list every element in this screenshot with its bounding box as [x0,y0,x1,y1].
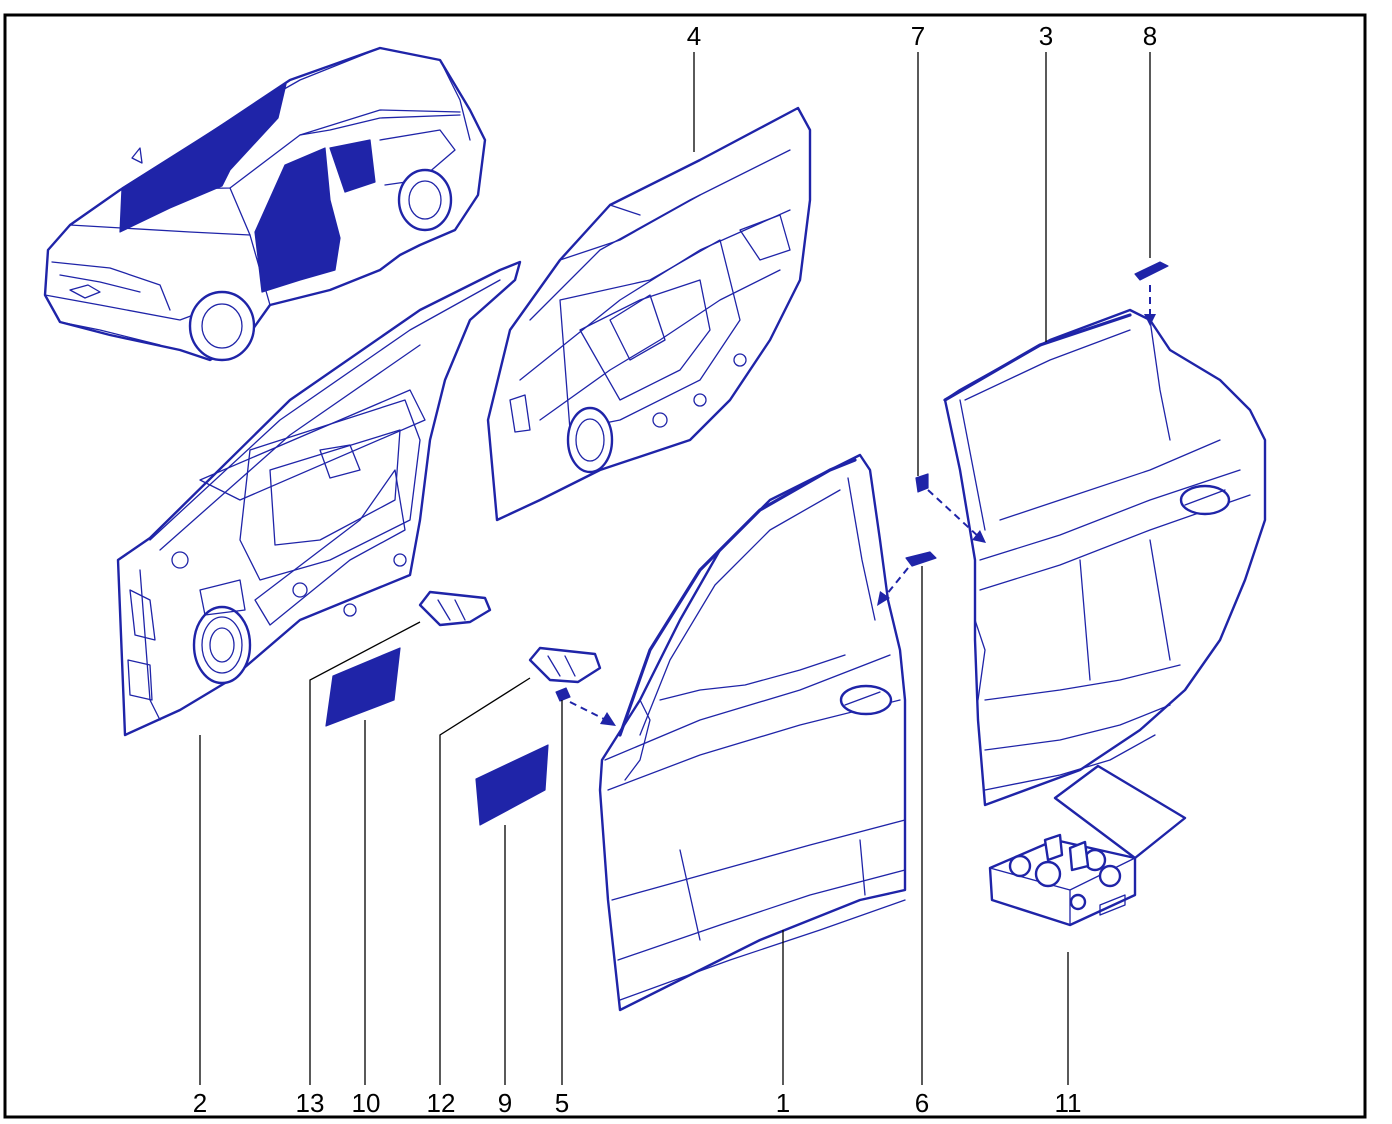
part-9-pad [475,744,549,826]
callout-13: 13 [296,1088,325,1118]
rear-door-handle [1179,484,1231,516]
callout-4: 4 [687,21,701,51]
windshield-highlight [119,83,287,233]
callout-3: 3 [1039,21,1053,51]
callout-12: 12 [427,1088,456,1118]
part-10-pad [325,647,401,727]
part-13-hinge-bracket [418,590,492,627]
rear-wheel [397,168,453,232]
part-6-clip [877,551,937,606]
part-12-hinge-bracket [528,646,602,684]
callout-2: 2 [193,1088,207,1118]
part-11-parts-box [988,764,1187,927]
part-2-front-door-inner [116,260,522,737]
vehicle-overview [43,46,487,362]
part-8-clip [1134,261,1169,326]
part-4-rear-door-inner [486,106,812,522]
callout-11: 11 [1055,1088,1082,1118]
part-5-clip [555,687,616,726]
part-3-rear-door [943,308,1267,807]
callout-9: 9 [498,1088,512,1118]
callout-1: 1 [776,1088,790,1118]
callout-8: 8 [1143,21,1157,51]
speaker-opening-4 [566,406,614,474]
leader-lines [199,52,1151,1085]
part-7-clip [915,473,986,543]
front-door-handle [839,684,893,716]
part-1-front-door [598,453,907,1012]
diagram-frame [3,13,1367,1119]
callout-6: 6 [915,1088,929,1118]
callout-7: 7 [911,21,925,51]
callout-5: 5 [555,1088,569,1118]
callout-10: 10 [352,1088,381,1118]
front-door-highlight [254,147,341,293]
front-wheel [188,290,256,362]
